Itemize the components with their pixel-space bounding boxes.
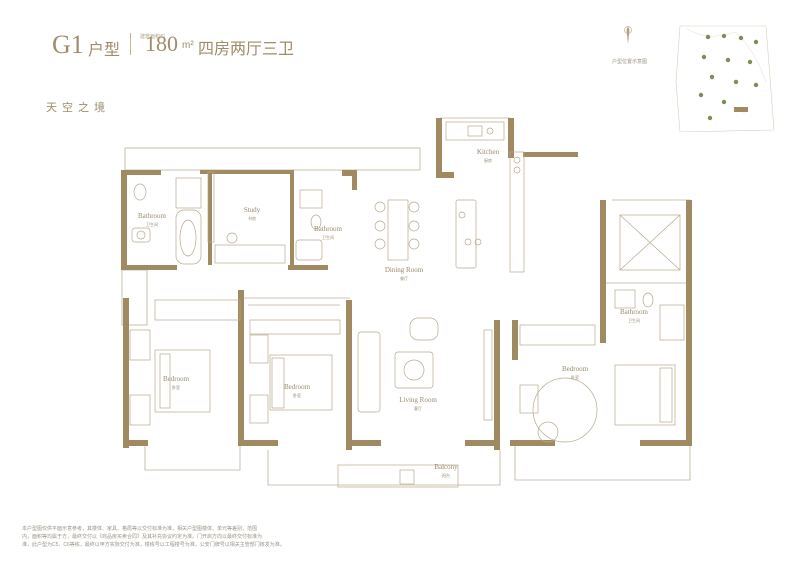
layout-description: 四房两厅三卫 (198, 41, 295, 58)
study-label: Study (244, 206, 261, 214)
bathroom-right-label-cn: 卫生间 (628, 317, 640, 323)
dining-room-label-cn: 餐厅 (400, 275, 408, 281)
compass-icon (624, 26, 632, 44)
dining-table (374, 199, 420, 261)
area-value: 180 (145, 31, 178, 56)
bathroom-right-label: Bathroom (620, 308, 649, 316)
locator-caption: 户型位置示意图 (612, 59, 648, 65)
bedroom-left-label-cn: 卧室 (172, 384, 180, 390)
kitchen-label: Kitchen (477, 148, 500, 156)
elevator-core (619, 214, 681, 271)
dining-room-label: Dining Room (385, 266, 424, 274)
living-room-label: Living Room (399, 396, 437, 404)
note-line: 准，此户型为C5、C6等栋，最终以甲方实际交付为准，楼栋号以工程楼号为准，公安门… (22, 542, 285, 548)
bathroom-mid-label-cn: 卫生间 (322, 234, 334, 240)
room-labels: Kitchen 厨房 Study 书房 Bathroom 卫生间 Bathroo… (138, 148, 649, 478)
header-divider (130, 33, 131, 55)
unit-type-suffix: 户型 (88, 42, 121, 59)
unit-type-code: G1 (52, 30, 84, 59)
bedroom-left-label: Bedroom (163, 375, 190, 383)
living-furniture (357, 317, 493, 421)
kitchen-label-cn: 厨房 (484, 157, 492, 163)
locator-map (624, 25, 775, 132)
bathroom-mid-label: Bathroom (314, 225, 343, 233)
bedroom-mid-label: Bedroom (284, 383, 311, 391)
series-name: 天空之境 (46, 102, 110, 114)
bedroom-right-label: Bedroom (562, 365, 589, 373)
living-room-label-cn: 客厅 (414, 405, 422, 411)
bathroom-left-label: Bathroom (138, 212, 167, 220)
bedroom-right-label-cn: 卧室 (571, 374, 579, 380)
header: G1 户型 建筑面积约 180 m² 四房两厅三卫 天空之境 户型位置示意图 (0, 0, 798, 132)
note-line: 本户型图仅供平面示意参考，其楼体、家具、格局等以交付标准为准，相关户型图楼体、单… (22, 526, 258, 532)
bathroom-left-label-cn: 卫生间 (146, 221, 158, 227)
area-unit: m² (182, 40, 194, 51)
study-label-cn: 书房 (248, 215, 256, 221)
balcony-label-cn: 阳台 (442, 472, 450, 478)
bedroom-mid-label-cn: 卧室 (293, 392, 301, 398)
area-small-label: 建筑面积约 (140, 34, 166, 40)
note-line: 内，面积等均属于方，最终交付以《商品房买卖合同》及其补充协议约定为准。门开启方向… (22, 534, 263, 540)
disclaimer-notes: 本户型图仅供平面示意参考，其楼体、家具、格局等以交付标准为准，相关户型图楼体、单… (22, 525, 322, 549)
balcony-label: Balcony (434, 463, 458, 471)
